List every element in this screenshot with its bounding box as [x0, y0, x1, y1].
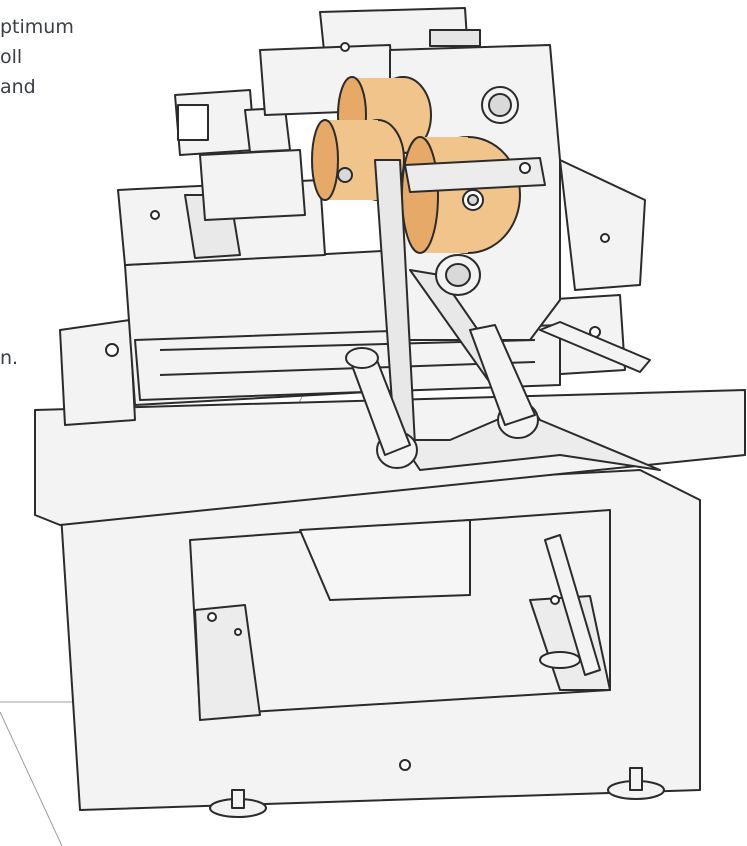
base-frame: [59, 469, 701, 811]
description-line-1: ptimum: [0, 16, 74, 38]
leveling-feet: [209, 651, 665, 818]
lower-roller: [544, 534, 601, 676]
description-line-3: and: [0, 76, 36, 98]
rear-left-module: [117, 89, 326, 266]
description-trailing: n.: [0, 347, 19, 369]
roller-cover: [404, 157, 546, 193]
description-line-2: oll: [0, 46, 23, 68]
web-path: [345, 159, 661, 471]
description-text: ptimum oll and: [0, 12, 74, 102]
callout-line-3: [0, 711, 63, 846]
right-tension-roller: [539, 321, 651, 373]
